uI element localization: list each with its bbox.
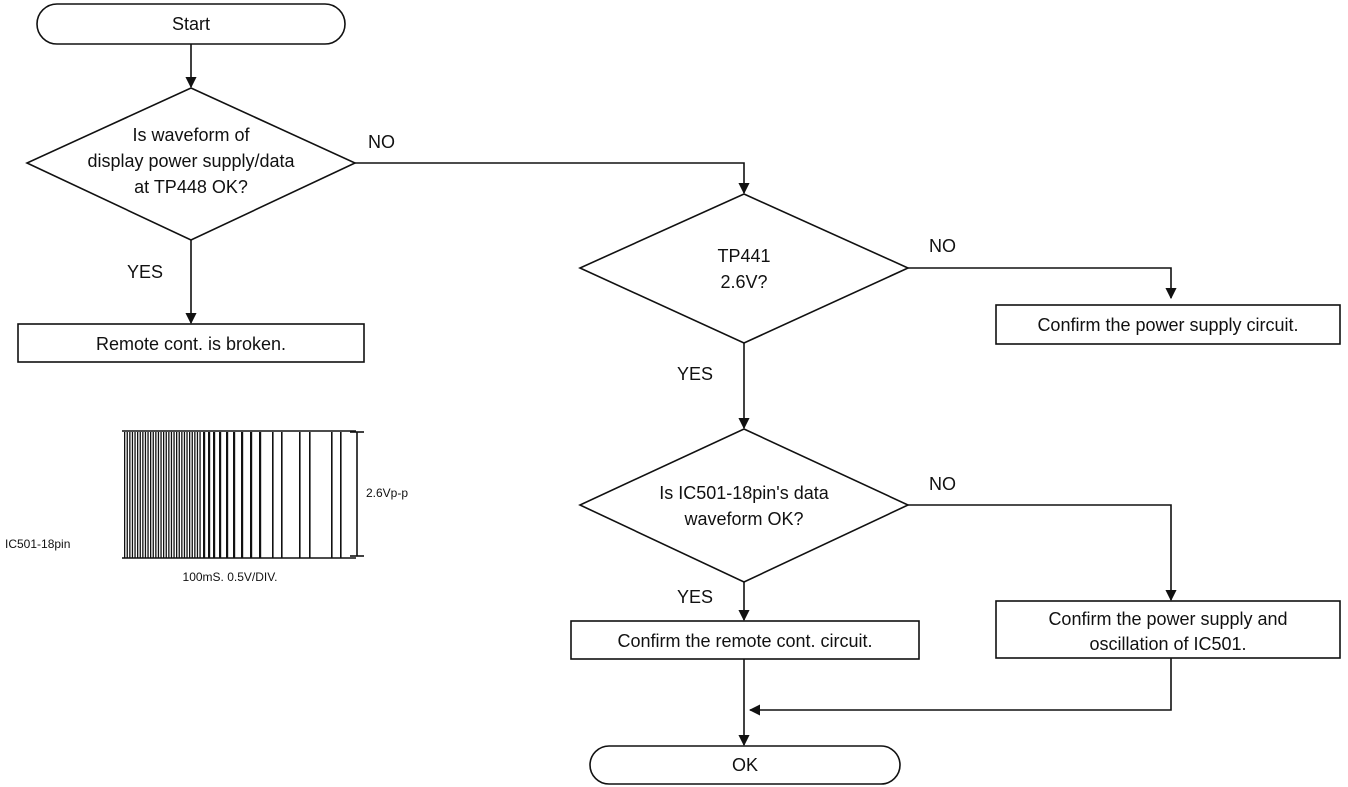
connectors	[185, 44, 1177, 747]
start-terminal: Start	[36, 3, 346, 45]
decision-tp441-line-1: TP441	[717, 246, 770, 266]
waveform-pulse	[163, 432, 165, 558]
decision-tp441-line-2: 2.6V?	[720, 272, 767, 292]
waveform-pulse	[124, 432, 126, 558]
edge-q2-no	[908, 267, 1177, 300]
edge-label-q1-yes: YES	[127, 262, 163, 282]
edge-label-q2-yes: YES	[677, 364, 713, 384]
waveform-pulse	[142, 432, 144, 558]
waveform-pulse	[272, 432, 274, 558]
decision-ic501: Is IC501-18pin's data waveform OK?	[578, 428, 910, 583]
edge-label-q3-no: NO	[929, 474, 956, 494]
box-confirm-power-label: Confirm the power supply circuit.	[1037, 315, 1298, 335]
waveform-pulse	[178, 432, 180, 558]
waveform-pulse	[219, 432, 222, 558]
waveform-pulse	[173, 432, 175, 558]
waveform-pulse	[259, 432, 262, 558]
waveform-pulse	[170, 432, 173, 558]
waveform-pulse	[160, 432, 162, 558]
waveform-pulse	[281, 432, 283, 558]
waveform-pin-label: IC501-18pin	[5, 537, 70, 551]
box-confirm-remote-label: Confirm the remote cont. circuit.	[617, 631, 872, 651]
waveform-pulse	[340, 432, 342, 558]
waveform-pulse	[165, 432, 167, 558]
edge-label-q2-no: NO	[929, 236, 956, 256]
decision-waveform-line-2: display power supply/data	[87, 151, 295, 171]
box-remote-broken: Remote cont. is broken.	[17, 323, 365, 363]
waveform-scale-label: 100mS. 0.5V/DIV.	[183, 570, 278, 584]
waveform-pulse	[152, 432, 154, 558]
ok-terminal: OK	[589, 745, 901, 785]
box-remote-broken-label: Remote cont. is broken.	[96, 334, 286, 354]
waveform-pulses	[124, 432, 342, 558]
waveform-pulse	[134, 432, 136, 558]
waveform-pulse	[150, 432, 152, 558]
waveform-pulse	[194, 432, 196, 558]
decision-waveform-line-3: at TP448 OK?	[134, 177, 248, 197]
waveform-pulse	[203, 432, 206, 558]
waveform-pulse	[331, 432, 333, 558]
waveform-pulse	[126, 432, 128, 558]
waveform-pulse	[250, 432, 253, 558]
waveform-pulse	[241, 432, 244, 558]
waveform-pulse	[226, 432, 229, 558]
waveform-pulse	[299, 432, 301, 558]
waveform-pulse	[196, 432, 199, 558]
waveform-pulse	[186, 432, 188, 558]
waveform-pulse	[168, 432, 170, 558]
ok-label: OK	[732, 755, 758, 775]
start-label: Start	[172, 14, 210, 34]
edge-label-q3-yes: YES	[677, 587, 713, 607]
waveform-pulse	[155, 432, 157, 558]
edge-label-q1-no: NO	[368, 132, 395, 152]
waveform-pulse	[139, 432, 141, 558]
waveform-pulse	[176, 432, 178, 558]
waveform-pulse	[137, 432, 139, 558]
box-confirm-oscillation-line-1: Confirm the power supply and	[1048, 609, 1287, 629]
box-confirm-remote: Confirm the remote cont. circuit.	[570, 620, 920, 660]
waveform-amplitude-label: 2.6Vp-p	[366, 486, 408, 500]
edge-osc-to-ok	[748, 658, 1172, 716]
waveform-pulse	[233, 432, 236, 558]
box-confirm-power: Confirm the power supply circuit.	[995, 304, 1341, 345]
waveform-pulse	[191, 432, 193, 558]
decision-ic501-line-2: waveform OK?	[683, 509, 803, 529]
waveform-pulse	[129, 432, 131, 558]
waveform-figure: 2.6Vp-p IC501-18pin 100mS. 0.5V/DIV.	[5, 430, 408, 584]
waveform-pulse	[189, 432, 191, 558]
waveform-pulse	[144, 432, 147, 558]
box-confirm-oscillation-line-2: oscillation of IC501.	[1089, 634, 1246, 654]
waveform-pulse	[213, 432, 216, 558]
edge-q3-no	[908, 504, 1177, 602]
box-confirm-oscillation: Confirm the power supply and oscillation…	[995, 600, 1341, 659]
waveform-pulse	[199, 432, 201, 558]
decision-waveform-line-1: Is waveform of	[132, 125, 250, 145]
waveform-pulse	[131, 432, 134, 558]
decision-tp441: TP441 2.6V?	[578, 193, 910, 344]
waveform-pulse	[147, 432, 149, 558]
edge-q1-no	[355, 162, 750, 195]
waveform-pulse	[183, 432, 186, 558]
waveform-pulse	[208, 432, 211, 558]
waveform-pulse	[309, 432, 311, 558]
decision-ic501-line-1: Is IC501-18pin's data	[659, 483, 830, 503]
waveform-pulse	[181, 432, 183, 558]
decision-waveform-tp448: Is waveform of display power supply/data…	[25, 87, 357, 241]
waveform-pulse	[157, 432, 160, 558]
